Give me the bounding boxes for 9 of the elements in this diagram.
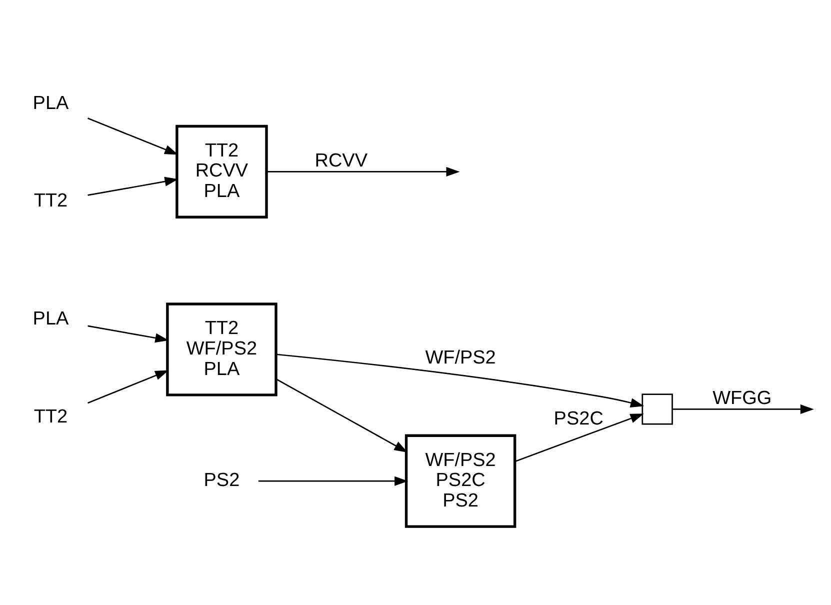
edge-label: WFGG — [712, 388, 772, 409]
node-text: PLA — [32, 308, 69, 330]
node-text: TT2 — [34, 406, 68, 427]
edge-label: PS2C — [554, 408, 604, 429]
edge-label: RCVV — [314, 150, 368, 172]
node-text: TT2 — [34, 190, 68, 212]
node-text: PLA — [32, 92, 69, 114]
edge-label: WF/PS2 — [425, 346, 496, 368]
node-text: PS2 — [204, 470, 240, 491]
